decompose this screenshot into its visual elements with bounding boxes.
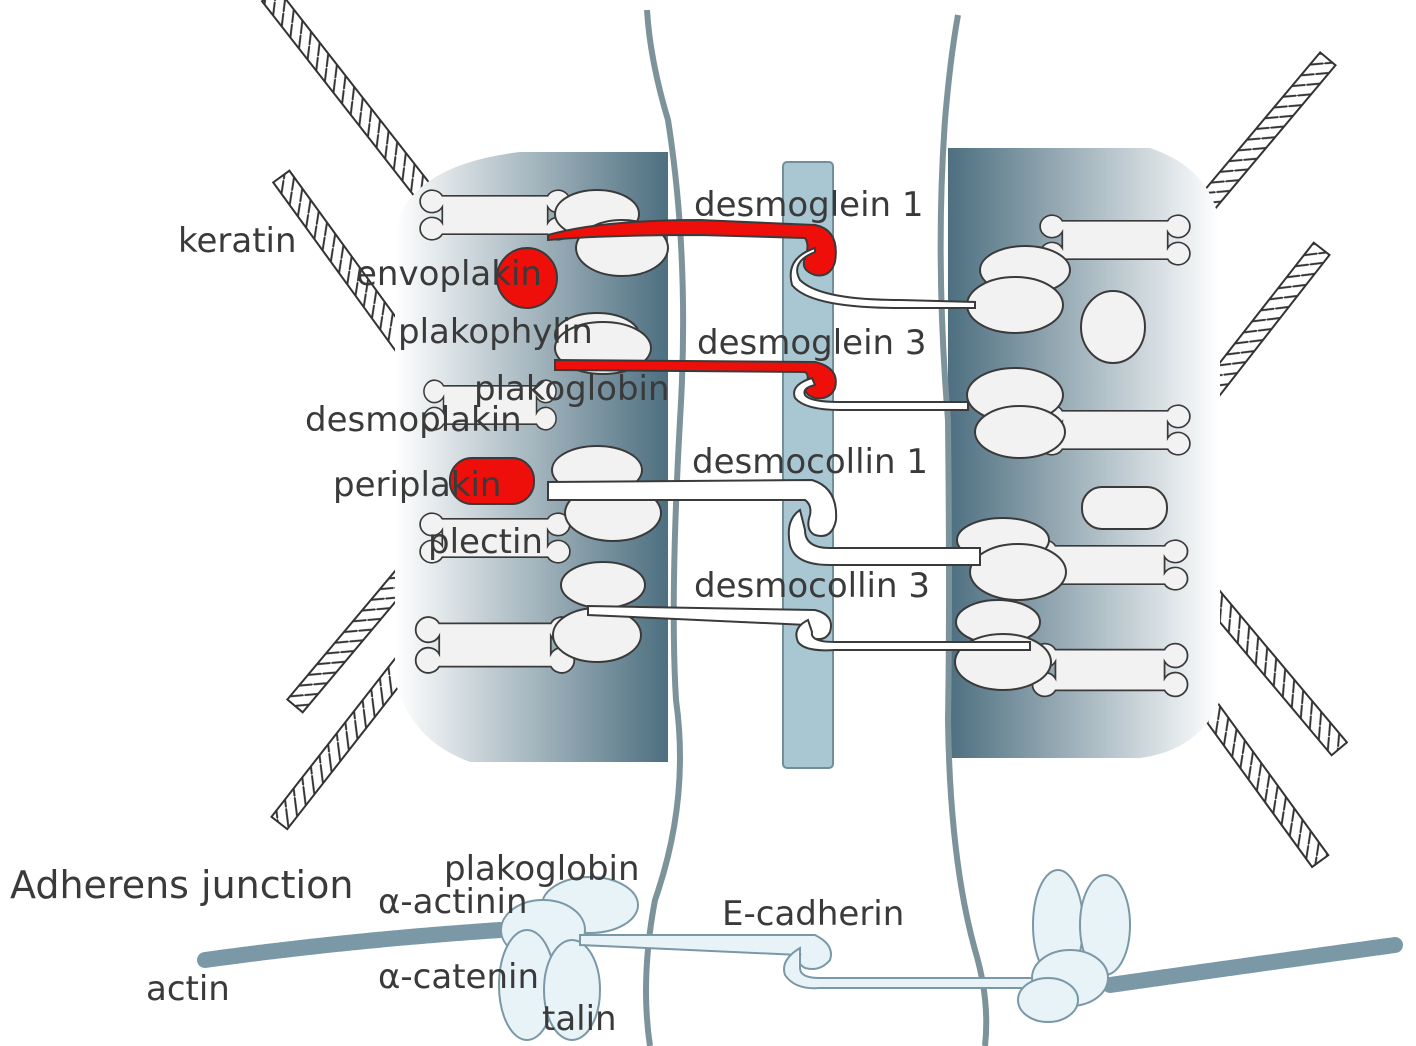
label-desmoglein-1: desmoglein 1 (694, 185, 924, 225)
label-talin: talin (542, 999, 617, 1039)
label-periplakin: periplakin (333, 465, 501, 505)
aj-right-protein-d (1018, 978, 1078, 1022)
label-keratin: keratin (178, 221, 297, 261)
actin-filament-right (1110, 945, 1395, 985)
label-actin: actin (146, 969, 230, 1009)
label-desmoplakin: desmoplakin (305, 400, 522, 440)
label-alpha-actinin: α-actinin (378, 882, 528, 922)
label-desmocollin-3: desmocollin 3 (694, 566, 930, 606)
label-adherens-junction: Adherens junction (10, 863, 353, 907)
label-plectin: plectin (428, 522, 543, 562)
label-desmocollin-1: desmocollin 1 (692, 442, 928, 482)
label-alpha-catenin: α-catenin (378, 957, 539, 997)
actin-filament-left (205, 930, 500, 960)
label-envoplakin: envoplakin (356, 254, 542, 294)
label-e-cadherin: E-cadherin (722, 894, 904, 934)
label-plakophylin: plakophylin (398, 312, 593, 352)
label-desmoglein-3: desmoglein 3 (697, 323, 927, 363)
